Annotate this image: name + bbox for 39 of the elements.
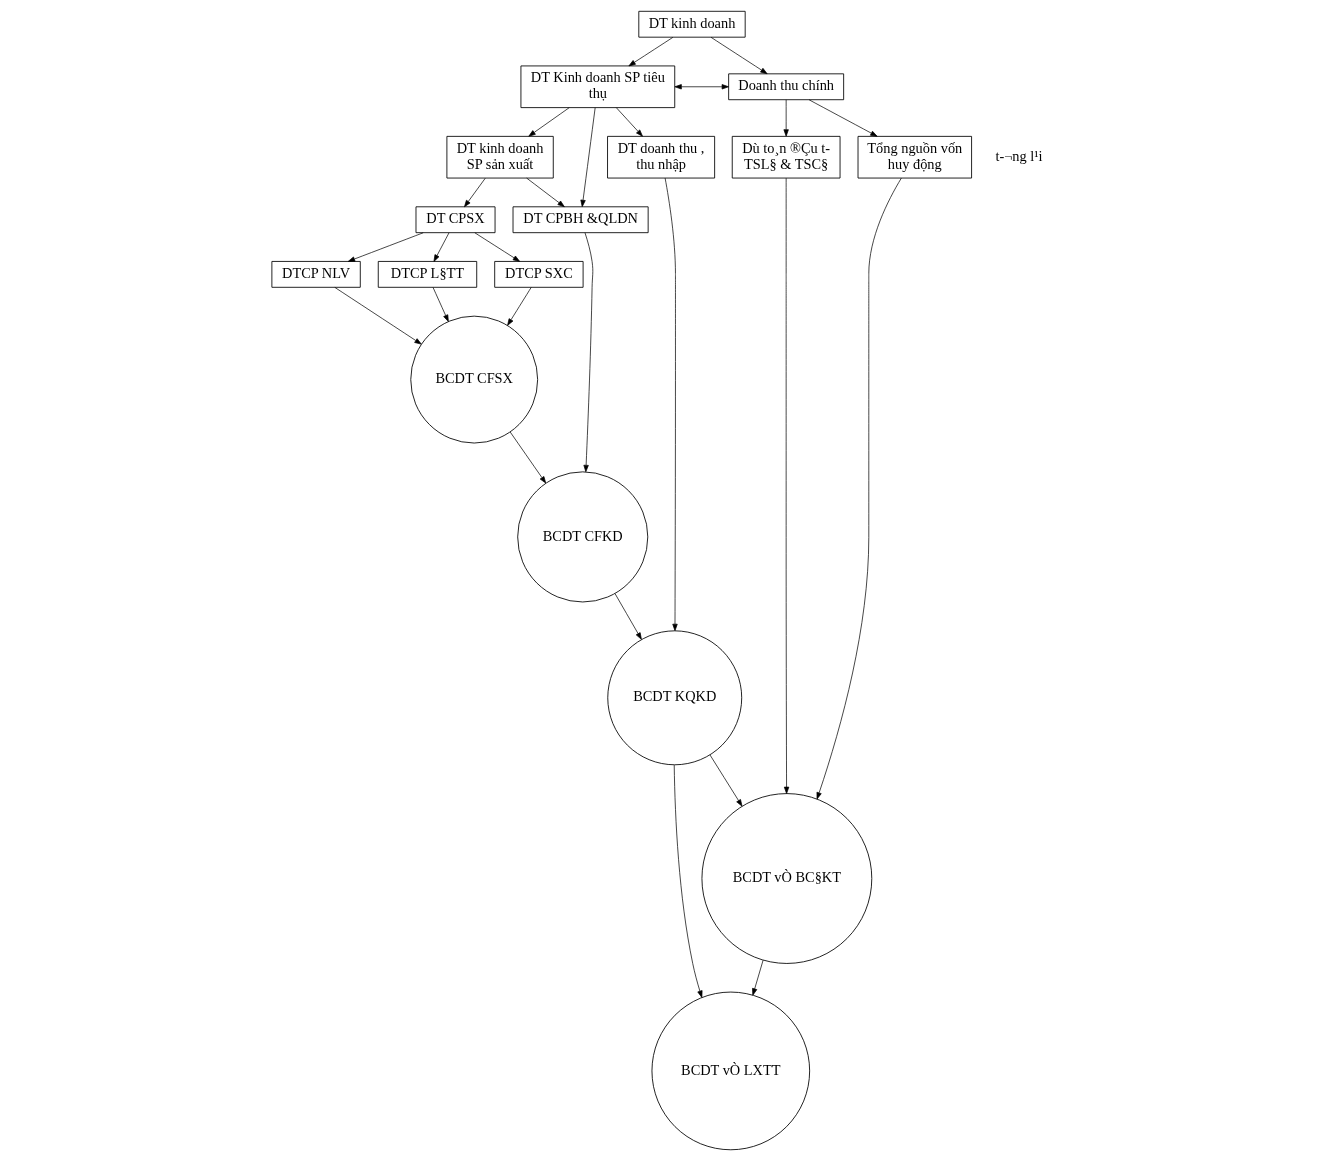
node-box: DT Kinh doanh SP tiêu thụ: [520, 65, 675, 109]
arrow: [751, 959, 763, 996]
node-box: DTCP SXC: [493, 261, 583, 288]
arrow: [333, 287, 422, 345]
arrow: [673, 764, 702, 998]
label: t-¬ng l¹i: [994, 147, 1043, 164]
node-box: DTCP L§TT: [377, 261, 477, 288]
arrow: [463, 177, 486, 208]
arrow: [783, 99, 789, 137]
arrow: [709, 754, 742, 807]
arrow: [664, 177, 678, 631]
arrow: [527, 107, 570, 137]
node-box: DT doanh thu , thu nhập: [606, 135, 715, 179]
arrow: [347, 232, 424, 262]
node-box: Doanh thu chính: [727, 73, 844, 101]
arrow: [509, 431, 546, 484]
node-circle: BCDT CFKD: [516, 471, 648, 603]
arrow: [433, 232, 449, 262]
node-box: DT CPBH &QLDN: [512, 206, 649, 234]
node-box: DT CPSX: [415, 206, 495, 234]
arrow: [615, 107, 643, 137]
arrow: [474, 232, 520, 262]
arrow: [674, 84, 729, 90]
node-box: DTCP NLV: [270, 261, 361, 288]
arrow: [710, 36, 767, 75]
node-box: Tổng nguồn vốn huy động: [857, 135, 972, 179]
node-box: DT kinh doanh: [637, 10, 746, 38]
arrow: [783, 177, 789, 794]
arrow: [628, 36, 673, 67]
arrow: [583, 232, 593, 473]
node-box: DT kinh doanh SP sản xuất: [445, 135, 554, 179]
node-box: Dù to¸n ®Çu t- TSL§ & TSC§: [731, 135, 840, 179]
arrow: [525, 177, 565, 208]
arrow: [808, 99, 877, 137]
arrow: [614, 593, 642, 640]
arrow: [432, 287, 449, 322]
arrow: [816, 177, 902, 800]
arrow: [506, 287, 532, 326]
arrow: [579, 107, 596, 207]
